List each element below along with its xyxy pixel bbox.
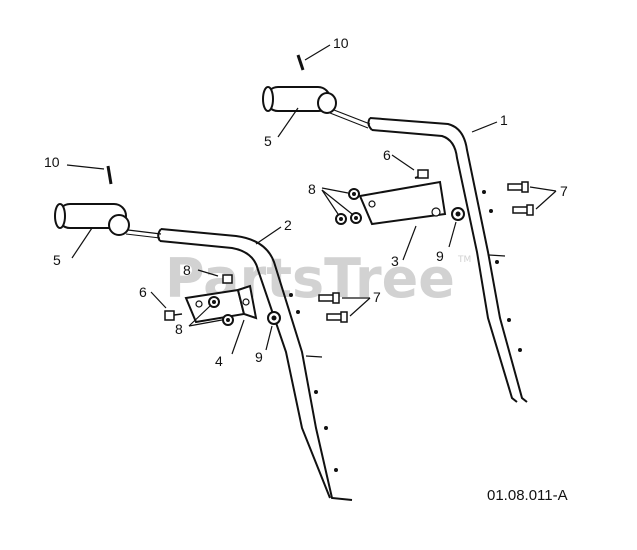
pin-10-right (296, 54, 305, 71)
callout-7-right: 7 (560, 183, 568, 199)
nuts-8-left (208, 274, 234, 326)
screw-6-left (164, 310, 183, 321)
callout-8-left-top: 8 (183, 262, 191, 278)
nuts-8-right (335, 188, 362, 225)
callout-10-left: 10 (44, 154, 60, 170)
screw-6-right (414, 169, 429, 179)
grip-right (262, 86, 371, 129)
callout-3: 3 (391, 253, 399, 269)
bracket-right (358, 180, 447, 226)
callout-6-right: 6 (383, 147, 391, 163)
callout-5-left: 5 (53, 252, 61, 268)
watermark-tm: TM (457, 255, 471, 265)
handle-tube-right (367, 117, 528, 403)
callout-4: 4 (215, 353, 223, 369)
washer-9-right (451, 207, 465, 221)
leader-lines (66, 44, 557, 355)
bolts-7-left (318, 292, 348, 323)
callout-9-left: 9 (255, 349, 263, 365)
callout-2: 2 (284, 217, 292, 233)
grip-left (54, 203, 162, 239)
callout-10-right: 10 (333, 35, 349, 51)
callout-1: 1 (500, 112, 508, 128)
callout-7-left: 7 (373, 289, 381, 305)
callout-8-left: 8 (175, 321, 183, 337)
callout-5-right: 5 (264, 133, 272, 149)
handle-left-assembly (54, 165, 353, 501)
washer-9-left (267, 311, 281, 325)
reference-code: 01.08.011-A (487, 487, 568, 504)
callout-labels: 10 10 1 2 3 4 5 5 6 6 7 7 8 8 8 9 9 (44, 35, 568, 369)
handle-tube-left (157, 228, 353, 501)
callout-8-right: 8 (308, 181, 316, 197)
pin-10-left (106, 165, 113, 185)
bolts-7-right (507, 181, 534, 216)
callout-9-right: 9 (436, 248, 444, 264)
handle-right-assembly (262, 54, 534, 403)
callout-6-left: 6 (139, 284, 147, 300)
